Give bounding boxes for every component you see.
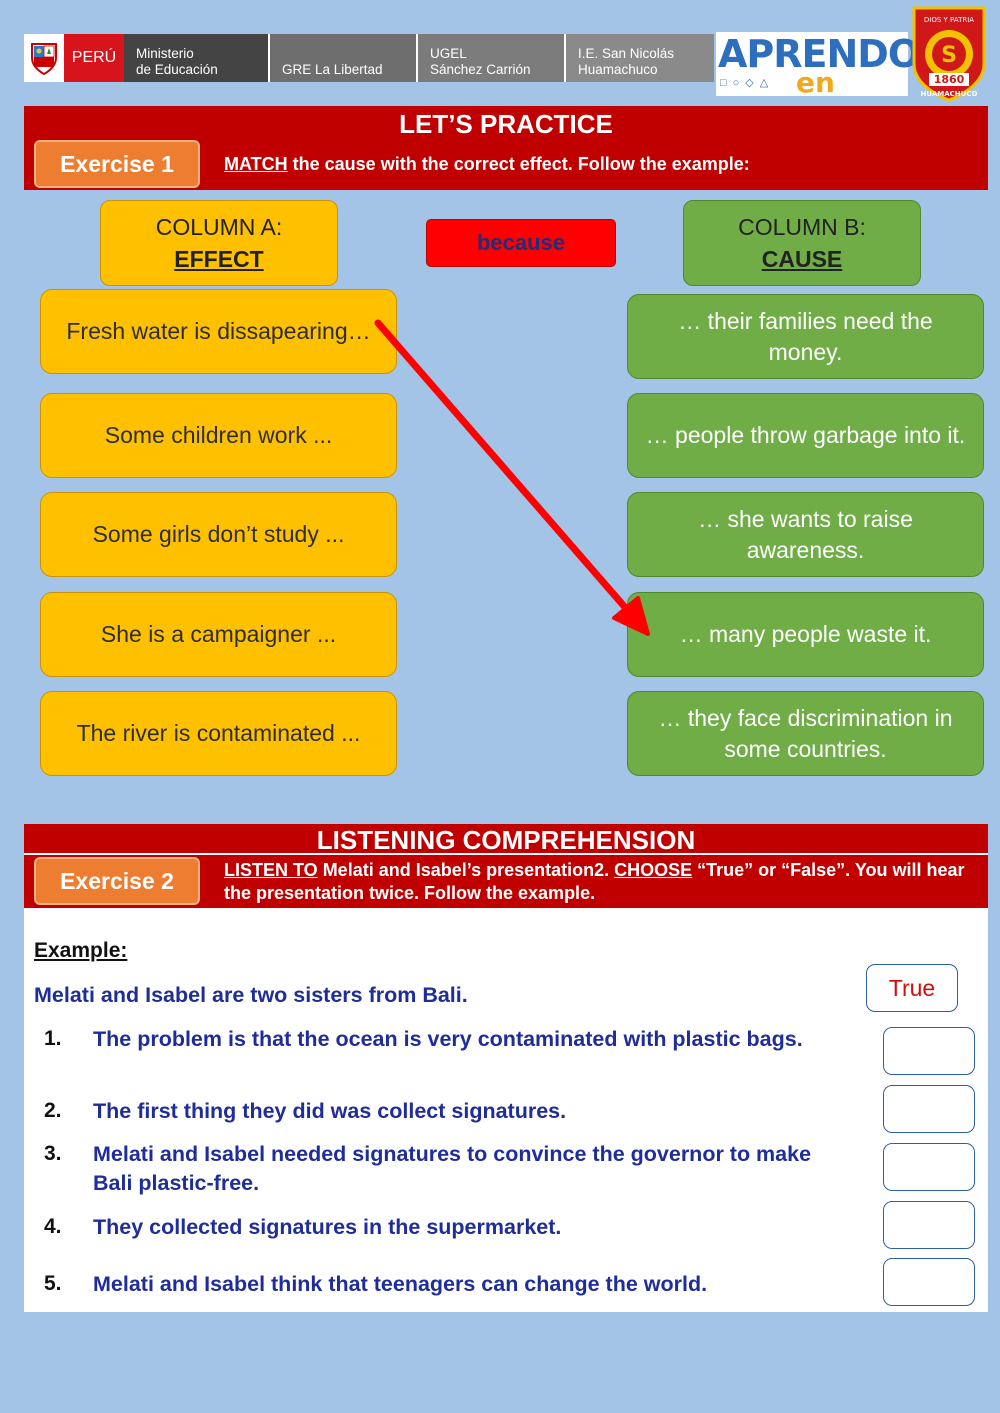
exercise-1-instruction: MATCH the cause with the correct effect.…	[224, 154, 750, 174]
question-number: 5.	[44, 1272, 62, 1295]
aprendo-en-casa-logo: APRENDO □○◇△ en casa	[716, 32, 920, 132]
peru-emblem-icon	[24, 34, 64, 82]
question-number: 3.	[44, 1142, 62, 1165]
svg-text:DIOS Y PATRIA: DIOS Y PATRIA	[924, 16, 974, 24]
school-label: I.E. San Nicolás Huamachuco	[566, 34, 714, 82]
exercise-2-label: Exercise 2	[34, 857, 200, 905]
header-strip: PERÚ Ministerio de Educación GRE La Libe…	[24, 34, 714, 82]
effect-card[interactable]: Fresh water is dissapearing…	[40, 289, 397, 374]
answer-box[interactable]	[883, 1143, 975, 1191]
exercise-1-label: Exercise 1	[34, 140, 200, 188]
cause-card[interactable]: … people throw garbage into it.	[627, 393, 984, 478]
example-sentence: Melati and Isabel are two sisters from B…	[34, 983, 468, 1007]
answer-box[interactable]	[883, 1027, 975, 1075]
listening-title: LISTENING COMPREHENSION	[316, 825, 696, 855]
school-seal-icon: S DIOS Y PATRIA 1860 HUAMACHUCO	[910, 2, 988, 102]
question-text: They collected signatures in the superma…	[93, 1215, 562, 1239]
country-label: PERÚ	[64, 34, 124, 82]
ugel-label: UGEL Sánchez Carrión	[418, 34, 566, 82]
svg-text:S: S	[941, 43, 957, 68]
question-number: 4.	[44, 1215, 62, 1238]
cause-card[interactable]: … she wants to raise awareness.	[627, 492, 984, 577]
question-number: 2.	[44, 1099, 62, 1122]
answer-box[interactable]	[883, 1201, 975, 1249]
question-text: The problem is that the ocean is very co…	[93, 1027, 803, 1051]
ministry-label: Ministerio de Educación	[124, 34, 270, 82]
example-answer-box: True	[866, 964, 958, 1012]
cause-card[interactable]: … they face discrimination in some count…	[627, 691, 984, 776]
cause-card[interactable]: … many people waste it.	[627, 592, 984, 677]
listening-panel	[24, 908, 988, 1312]
effect-card[interactable]: She is a campaigner ...	[40, 592, 397, 677]
effect-card[interactable]: The river is contaminated ...	[40, 691, 397, 776]
cause-card[interactable]: … their families need the money.	[627, 294, 984, 379]
question-text: Melati and Isabel needed signatures to c…	[93, 1142, 812, 1195]
gre-label: GRE La Libertad	[270, 34, 418, 82]
question-text: The first thing they did was collect sig…	[93, 1099, 567, 1123]
question-number: 1.	[44, 1027, 62, 1050]
svg-text:HUAMACHUCO: HUAMACHUCO	[921, 90, 978, 98]
banner-divider	[24, 853, 988, 855]
effect-card[interactable]: Some girls don’t study ...	[40, 492, 397, 577]
answer-box[interactable]	[883, 1085, 975, 1133]
exercise-2-instruction: LISTEN TO Melati and Isabel’s presentati…	[224, 860, 965, 903]
practice-title: LET’S PRACTICE	[399, 109, 613, 139]
svg-text:1860: 1860	[934, 73, 965, 86]
column-a-header: COLUMN A: EFFECT	[100, 200, 338, 286]
because-connector: because	[426, 219, 616, 267]
column-b-header: COLUMN B: CAUSE	[683, 200, 921, 286]
question-text: Melati and Isabel think that teenagers c…	[93, 1272, 708, 1296]
answer-box[interactable]	[883, 1258, 975, 1306]
example-label: Example:	[34, 939, 128, 962]
effect-card[interactable]: Some children work ...	[40, 393, 397, 478]
